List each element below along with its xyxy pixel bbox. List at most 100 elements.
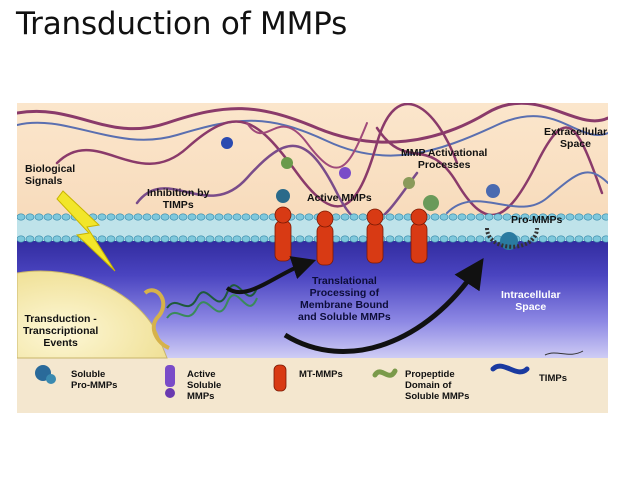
phospholipid-head (547, 235, 557, 243)
phospholipid-head (115, 213, 125, 221)
phospholipid-head (502, 213, 512, 221)
phospholipid-head (349, 213, 359, 221)
phospholipid-head (259, 213, 269, 221)
phospholipid-head (142, 235, 152, 243)
phospholipid-head (430, 213, 440, 221)
label-line: TIMPs (162, 199, 194, 211)
phospholipid-head (295, 213, 305, 221)
phospholipid-head (232, 235, 242, 243)
legend-active-soluble-mmps: Active Soluble MMPs (187, 369, 221, 402)
label-line: Active MMPs (307, 192, 372, 204)
label-biological-signals: Biological Signals (25, 163, 75, 187)
label-inhibition-by-timps: Inhibition by TIMPs (147, 187, 209, 211)
phospholipid-head (34, 235, 44, 243)
phospholipid-head (520, 213, 530, 221)
phospholipid-head (214, 213, 224, 221)
phospholipid-head (466, 213, 476, 221)
phospholipid-head (97, 213, 107, 221)
phospholipid-head (250, 213, 260, 221)
label-line: Pro-MMPs (511, 214, 563, 226)
mmp-transduction-diagram: Biological Signals Inhibition by TIMPs A… (17, 103, 608, 413)
phospholipid-head (115, 235, 125, 243)
phospholipid-head (160, 235, 170, 243)
phospholipid-head (394, 235, 404, 243)
phospholipid-head (430, 235, 440, 243)
phospholipid-head (484, 213, 494, 221)
label-transduction-transcriptional-events: Transduction - Transcriptional Events (23, 313, 98, 349)
phospholipid-head (178, 213, 188, 221)
phospholipid-head (340, 235, 350, 243)
label-mmp-activational-processes: MMP Activational Processes (401, 147, 487, 171)
label-line: Space (560, 138, 591, 150)
phospholipid-head (457, 213, 467, 221)
timp-icon (490, 363, 530, 375)
label-line: Biological (25, 163, 76, 175)
phospholipid-head (457, 235, 467, 243)
phospholipid-head (385, 213, 395, 221)
phospholipid-head (565, 235, 575, 243)
label-line: Extracellular (544, 126, 608, 138)
phospholipid-head (169, 235, 179, 243)
phospholipid-head (556, 235, 566, 243)
label-line: and Soluble MMPs (298, 311, 391, 323)
phospholipid-head (223, 235, 233, 243)
phospholipid-head (583, 213, 593, 221)
phospholipid-head (17, 213, 26, 221)
active-soluble-mmp-icon (165, 365, 175, 398)
phospholipid-head (151, 235, 161, 243)
phospholipid-head (601, 235, 608, 243)
arrow-to-membrane (225, 256, 317, 295)
legend-timps: TIMPs (539, 373, 567, 384)
phospholipid-head (394, 213, 404, 221)
phospholipid-head (196, 235, 206, 243)
phospholipid-head (439, 235, 449, 243)
label-line: Membrane Bound (300, 299, 389, 311)
membrane-mt-mmps (274, 206, 428, 266)
phospholipid-head (439, 213, 449, 221)
phospholipid-head (178, 235, 188, 243)
label-line: Space (515, 301, 547, 313)
legend-soluble-pro-mmps: Soluble Pro-MMPs (71, 369, 117, 391)
phospholipid-head (547, 213, 557, 221)
phospholipid-head (511, 213, 521, 221)
label-translational-processing: Translational Processing of Membrane Bou… (298, 275, 391, 323)
legend-line: Domain of (405, 380, 452, 391)
phospholipid-head (187, 213, 197, 221)
phospholipid-head (61, 235, 71, 243)
phospholipid-head (232, 213, 242, 221)
phospholipid-head (133, 235, 143, 243)
legend-line: Soluble (71, 369, 106, 380)
label-line: Inhibition by (147, 187, 210, 199)
phospholipid-head (538, 213, 548, 221)
phospholipid-head (43, 235, 53, 243)
phospholipid-head (70, 235, 80, 243)
legend-line: Soluble MMPs (405, 391, 470, 402)
phospholipid-head (385, 235, 395, 243)
phospholipid-head (241, 213, 251, 221)
label-intracellular-space: Intracellular Space (501, 289, 561, 313)
phospholipid-head (592, 213, 602, 221)
label-extracellular-space: Extracellular Space (544, 126, 607, 150)
phospholipid-head (52, 213, 62, 221)
legend-line: MMPs (187, 391, 215, 402)
legend-line: Soluble (187, 380, 222, 391)
label-line: Translational (311, 275, 377, 287)
phospholipid-head (151, 213, 161, 221)
phospholipid-head (466, 235, 476, 243)
phospholipid-head (17, 235, 26, 243)
phospholipid-head (556, 213, 566, 221)
lightning-bolt-icon (56, 190, 116, 272)
phospholipid-head (538, 235, 548, 243)
phospholipid-head (187, 235, 197, 243)
phospholipid-head (358, 235, 368, 243)
phospholipid-head (349, 235, 359, 243)
phospholipid-head (124, 235, 134, 243)
artist-signature (544, 350, 584, 356)
phospholipid-head (448, 235, 458, 243)
nucleus (17, 270, 168, 359)
phospholipid-head (124, 213, 134, 221)
phospholipid-head (529, 213, 539, 221)
label-line: Processing of (309, 287, 380, 299)
legend-line: Pro-MMPs (71, 380, 118, 391)
arrow-to-vesicle (283, 258, 484, 354)
